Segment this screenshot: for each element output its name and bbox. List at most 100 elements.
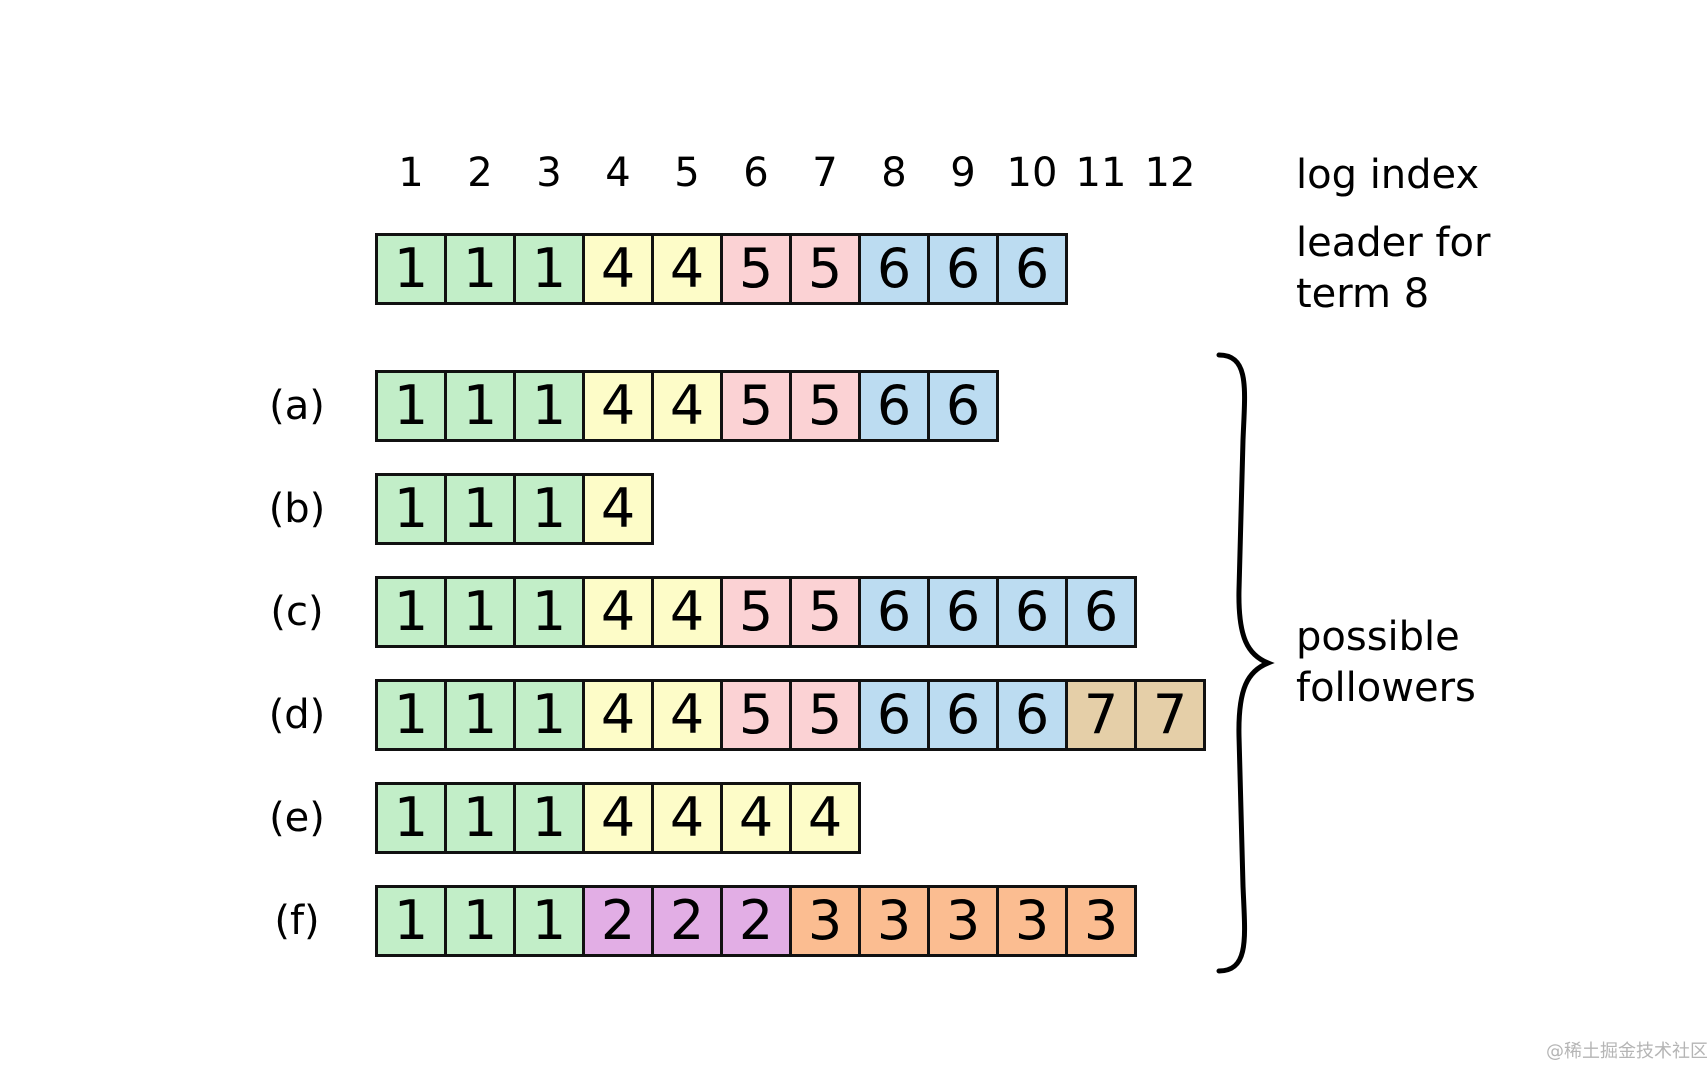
follower-4-entry-4: 4 — [585, 682, 651, 748]
leader-entry-2: 1 — [447, 236, 513, 302]
follower-4-entry-11: 7 — [1068, 682, 1134, 748]
follower-label-3: (c) — [270, 589, 324, 635]
follower-6-entry-3: 1 — [516, 888, 582, 954]
follower-5-entry-1: 1 — [378, 785, 444, 851]
follower-6-entry-1: 1 — [378, 888, 444, 954]
follower-6-entry-8: 3 — [861, 888, 927, 954]
follower-5-entry-6: 4 — [723, 785, 789, 851]
follower-label-4: (d) — [268, 692, 326, 738]
follower-6-entry-5: 2 — [654, 888, 720, 954]
log-index-5: 5 — [674, 150, 700, 196]
follower-label-1: (a) — [269, 383, 325, 429]
follower-1-entry-7: 5 — [792, 373, 858, 439]
leader-label-line1: leader for — [1296, 220, 1491, 266]
follower-1-entry-1: 1 — [378, 373, 444, 439]
follower-4-entry-5: 4 — [654, 682, 720, 748]
log-index-3: 3 — [536, 150, 562, 196]
follower-4-entry-1: 1 — [378, 682, 444, 748]
log-index-label: log index — [1296, 152, 1480, 198]
follower-2-entry-4: 4 — [585, 476, 651, 542]
follower-1-entry-9: 6 — [930, 373, 996, 439]
follower-6-entry-6: 2 — [723, 888, 789, 954]
follower-6-entry-11: 3 — [1068, 888, 1134, 954]
follower-4-entry-6: 5 — [723, 682, 789, 748]
leader-entry-7: 5 — [792, 236, 858, 302]
follower-5-entry-3: 1 — [516, 785, 582, 851]
follower-1-entry-5: 4 — [654, 373, 720, 439]
follower-5-entry-7: 4 — [792, 785, 858, 851]
followers-label-line1: possible — [1296, 614, 1460, 660]
log-index-4: 4 — [605, 150, 631, 196]
follower-6-entry-10: 3 — [999, 888, 1065, 954]
follower-1-entry-2: 1 — [447, 373, 513, 439]
follower-3-entry-11: 6 — [1068, 579, 1134, 645]
watermark: @稀土掘金技术社区 — [1546, 1041, 1707, 1062]
follower-label-2: (b) — [268, 486, 326, 532]
follower-4-entry-8: 6 — [861, 682, 927, 748]
log-index-12: 12 — [1144, 150, 1196, 196]
log-index-10: 10 — [1006, 150, 1058, 196]
follower-4-entry-10: 6 — [999, 682, 1065, 748]
follower-3-entry-7: 5 — [792, 579, 858, 645]
follower-5-entry-5: 4 — [654, 785, 720, 851]
follower-6-entry-2: 1 — [447, 888, 513, 954]
follower-5-entry-4: 4 — [585, 785, 651, 851]
followers-label-line2: followers — [1296, 665, 1476, 711]
follower-6-entry-7: 3 — [792, 888, 858, 954]
log-index-2: 2 — [467, 150, 493, 196]
follower-3-entry-2: 1 — [447, 579, 513, 645]
leader-entry-8: 6 — [861, 236, 927, 302]
follower-4-entry-9: 6 — [930, 682, 996, 748]
follower-label-5: (e) — [269, 795, 325, 841]
follower-1-entry-4: 4 — [585, 373, 651, 439]
leader-entry-3: 1 — [516, 236, 582, 302]
log-index-8: 8 — [881, 150, 907, 196]
follower-6-entry-9: 3 — [930, 888, 996, 954]
follower-4-entry-3: 1 — [516, 682, 582, 748]
follower-3-entry-1: 1 — [378, 579, 444, 645]
follower-3-entry-10: 6 — [999, 579, 1065, 645]
leader-entry-4: 4 — [585, 236, 651, 302]
follower-6-entry-4: 2 — [585, 888, 651, 954]
follower-1-entry-3: 1 — [516, 373, 582, 439]
leader-entry-1: 1 — [378, 236, 444, 302]
leader-label: leader for term 8 — [1296, 218, 1490, 320]
leader-entry-5: 4 — [654, 236, 720, 302]
leader-label-line2: term 8 — [1296, 271, 1430, 317]
follower-4-entry-2: 1 — [447, 682, 513, 748]
follower-4-entry-12: 7 — [1137, 682, 1203, 748]
log-index-1: 1 — [398, 150, 424, 196]
follower-1-entry-8: 6 — [861, 373, 927, 439]
follower-5-entry-2: 1 — [447, 785, 513, 851]
follower-3-entry-3: 1 — [516, 579, 582, 645]
follower-3-entry-6: 5 — [723, 579, 789, 645]
follower-2-entry-1: 1 — [378, 476, 444, 542]
log-index-7: 7 — [812, 150, 838, 196]
leader-entry-10: 6 — [999, 236, 1065, 302]
leader-entry-9: 6 — [930, 236, 996, 302]
follower-3-entry-9: 6 — [930, 579, 996, 645]
log-index-11: 11 — [1075, 150, 1127, 196]
log-index-6: 6 — [743, 150, 769, 196]
follower-3-entry-5: 4 — [654, 579, 720, 645]
log-index-9: 9 — [950, 150, 976, 196]
follower-label-6: (f) — [274, 898, 320, 944]
follower-4-entry-7: 5 — [792, 682, 858, 748]
follower-1-entry-6: 5 — [723, 373, 789, 439]
follower-2-entry-2: 1 — [447, 476, 513, 542]
followers-label: possible followers — [1296, 612, 1476, 714]
brace-path — [1216, 352, 1275, 974]
follower-3-entry-4: 4 — [585, 579, 651, 645]
leader-entry-6: 5 — [723, 236, 789, 302]
follower-2-entry-3: 1 — [516, 476, 582, 542]
follower-3-entry-8: 6 — [861, 579, 927, 645]
